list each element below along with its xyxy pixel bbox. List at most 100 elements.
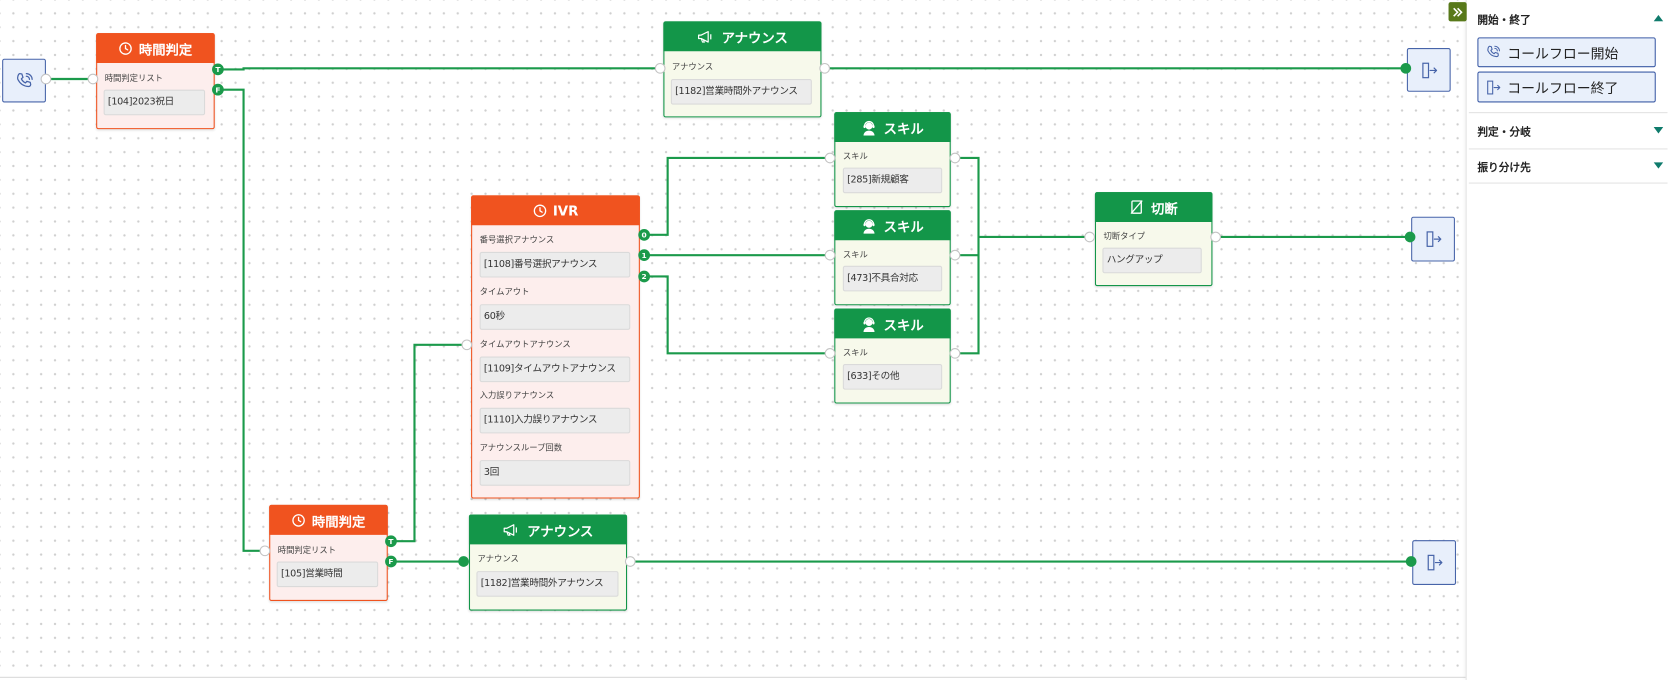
connector-time-check-2-true[interactable] <box>390 343 467 543</box>
ivr-output-0[interactable]: 0 <box>638 228 651 241</box>
number-select-announcement-field[interactable]: [1108]番号選択アナウンス <box>479 251 631 278</box>
skill-1-output-port[interactable] <box>949 152 961 164</box>
output-port-badge[interactable] <box>638 228 651 241</box>
call-flow-end-node-2[interactable] <box>1411 216 1455 262</box>
output-port-badge[interactable] <box>638 249 651 262</box>
field-label: スキル <box>842 151 868 162</box>
skill-field[interactable]: [633]その他 <box>842 364 943 390</box>
chevron-down-icon[interactable] <box>1653 127 1664 134</box>
node-title: スキル <box>883 218 924 235</box>
skill-node-2[interactable]: スキル スキル [473]不具合対応 <box>834 210 951 306</box>
node-header[interactable]: スキル <box>834 308 951 339</box>
palette-section-destination[interactable]: 振り分け先 <box>1477 157 1665 174</box>
field-label: アナウンスループ回数 <box>479 443 563 453</box>
palette-section-start-end[interactable]: 開始・終了 <box>1477 10 1665 27</box>
section-title: 振り分け先 <box>1477 161 1531 174</box>
announcement-node-1[interactable]: アナウンス アナウンス [1182]営業時間外アナウンス <box>663 21 822 118</box>
phone-icon <box>1485 44 1502 61</box>
announcement-field[interactable]: [1182]営業時間外アナウンス <box>476 571 619 597</box>
input-error-announcement-field[interactable]: [1110]入力誤りアナウンス <box>479 407 631 434</box>
chevron-down-icon[interactable] <box>1653 162 1664 169</box>
node-header[interactable]: アナウンス <box>468 514 628 545</box>
call-flow-end-button[interactable]: コールフロー終了 <box>1477 71 1656 103</box>
disconnect-output-port[interactable] <box>1210 231 1221 243</box>
disconnect-input-port[interactable] <box>1084 231 1095 243</box>
time-check-1-output-false[interactable]: F <box>212 83 224 96</box>
time-check-1-output-true[interactable]: T <box>212 63 224 76</box>
flow-canvas[interactable]: 時間判定 時間判定リスト [104]2023祝日 アナウンス アナウンス [11… <box>0 0 1466 678</box>
end-2-input-port[interactable] <box>1404 231 1416 243</box>
output-port-badge[interactable] <box>212 63 224 76</box>
time-check-1-input-port[interactable] <box>87 73 99 85</box>
connector-time-check-1-false[interactable] <box>217 88 265 552</box>
exit-icon <box>1423 230 1442 249</box>
ivr-output-2[interactable]: 2 <box>638 270 651 283</box>
start-output-port[interactable] <box>40 73 52 85</box>
double-chevron-right-icon <box>1452 6 1464 18</box>
node-header[interactable]: スキル <box>834 112 951 142</box>
palette-section-decision-branch[interactable]: 判定・分岐 <box>1477 122 1665 139</box>
call-flow-end-node-1[interactable] <box>1406 48 1451 92</box>
call-flow-start-button[interactable]: コールフロー開始 <box>1477 37 1656 68</box>
node-header[interactable]: IVR <box>471 195 640 226</box>
node-header[interactable]: アナウンス <box>663 21 822 52</box>
skill-node-1[interactable]: スキル スキル [285]新規顧客 <box>834 112 951 208</box>
announcement-1-output-port[interactable] <box>819 62 831 74</box>
timeout-announcement-field[interactable]: [1109]タイムアウトアナウンス <box>479 356 631 383</box>
node-header[interactable]: 切断 <box>1094 192 1213 223</box>
announcement-node-2[interactable]: アナウンス アナウンス [1182]営業時間外アナウンス <box>468 514 628 611</box>
field-label: アナウンス <box>671 61 714 72</box>
connector-ivr-0[interactable] <box>644 156 831 236</box>
megaphone-icon <box>503 523 521 537</box>
announcement-2-input-port[interactable] <box>458 556 469 567</box>
panel-toggle-button[interactable] <box>1448 2 1467 22</box>
output-port-label: F <box>215 85 220 94</box>
connector-time-check-1-true[interactable] <box>217 67 661 71</box>
disconnect-node[interactable]: 切断 切断タイプ ハングアップ <box>1094 192 1213 287</box>
node-header[interactable]: スキル <box>834 210 951 241</box>
skill-1-input-port[interactable] <box>824 152 836 164</box>
ivr-input-port[interactable] <box>461 339 473 351</box>
time-check-2-input-port[interactable] <box>259 545 271 557</box>
time-list-field[interactable]: [105]営業時間 <box>276 561 379 588</box>
output-port-label: T <box>388 537 394 546</box>
node-header[interactable]: 時間判定 <box>269 504 388 535</box>
announcement-2-output-port[interactable] <box>624 556 636 567</box>
ivr-output-1[interactable]: 1 <box>638 249 651 262</box>
exit-icon <box>1419 60 1438 79</box>
skill-field[interactable]: [285]新規顧客 <box>842 167 943 194</box>
time-check-2-output-false[interactable]: F <box>385 555 397 568</box>
time-check-2-output-true[interactable]: T <box>385 535 397 548</box>
announcement-1-input-port[interactable] <box>654 62 666 74</box>
skill-2-output-port[interactable] <box>949 249 961 261</box>
disconnect-type-field[interactable]: ハングアップ <box>1102 247 1202 274</box>
node-title: 時間判定 <box>311 512 366 529</box>
call-flow-end-node-3[interactable] <box>1412 540 1457 585</box>
timeout-field[interactable]: 60秒 <box>479 304 631 330</box>
node-title: 時間判定 <box>138 41 193 58</box>
end-1-input-port[interactable] <box>1400 62 1412 74</box>
skill-node-3[interactable]: スキル スキル [633]その他 <box>834 308 951 404</box>
hang-up-icon <box>1130 200 1145 215</box>
time-list-field[interactable]: [104]2023祝日 <box>103 89 206 116</box>
skill-3-input-port[interactable] <box>824 348 836 359</box>
chevron-up-icon[interactable] <box>1653 14 1664 22</box>
output-port-badge[interactable] <box>638 270 651 283</box>
output-port-badge[interactable] <box>385 535 397 548</box>
skill-field[interactable]: [473]不具合対応 <box>842 265 943 292</box>
output-port-badge[interactable] <box>212 83 224 96</box>
skill-3-output-port[interactable] <box>949 348 961 359</box>
connector-ivr-2[interactable] <box>644 275 831 355</box>
end-3-input-port[interactable] <box>1405 556 1417 567</box>
skill-2-input-port[interactable] <box>824 249 836 261</box>
time-check-node-1[interactable]: 時間判定 時間判定リスト [104]2023祝日 <box>96 33 215 130</box>
field-label: アナウンス <box>477 554 519 564</box>
clock-icon <box>119 41 133 55</box>
announcement-loop-count-field[interactable]: 3回 <box>479 460 631 486</box>
ivr-node[interactable]: IVR 番号選択アナウンス [1108]番号選択アナウンス タイムアウト 60秒… <box>471 195 640 499</box>
node-header[interactable]: 時間判定 <box>96 33 215 63</box>
section-title: 判定・分岐 <box>1477 126 1531 139</box>
output-port-badge[interactable] <box>385 555 397 568</box>
time-check-node-2[interactable]: 時間判定 時間判定リスト [105]営業時間 <box>269 504 388 602</box>
announcement-field[interactable]: [1182]営業時間外アナウンス <box>670 78 812 105</box>
